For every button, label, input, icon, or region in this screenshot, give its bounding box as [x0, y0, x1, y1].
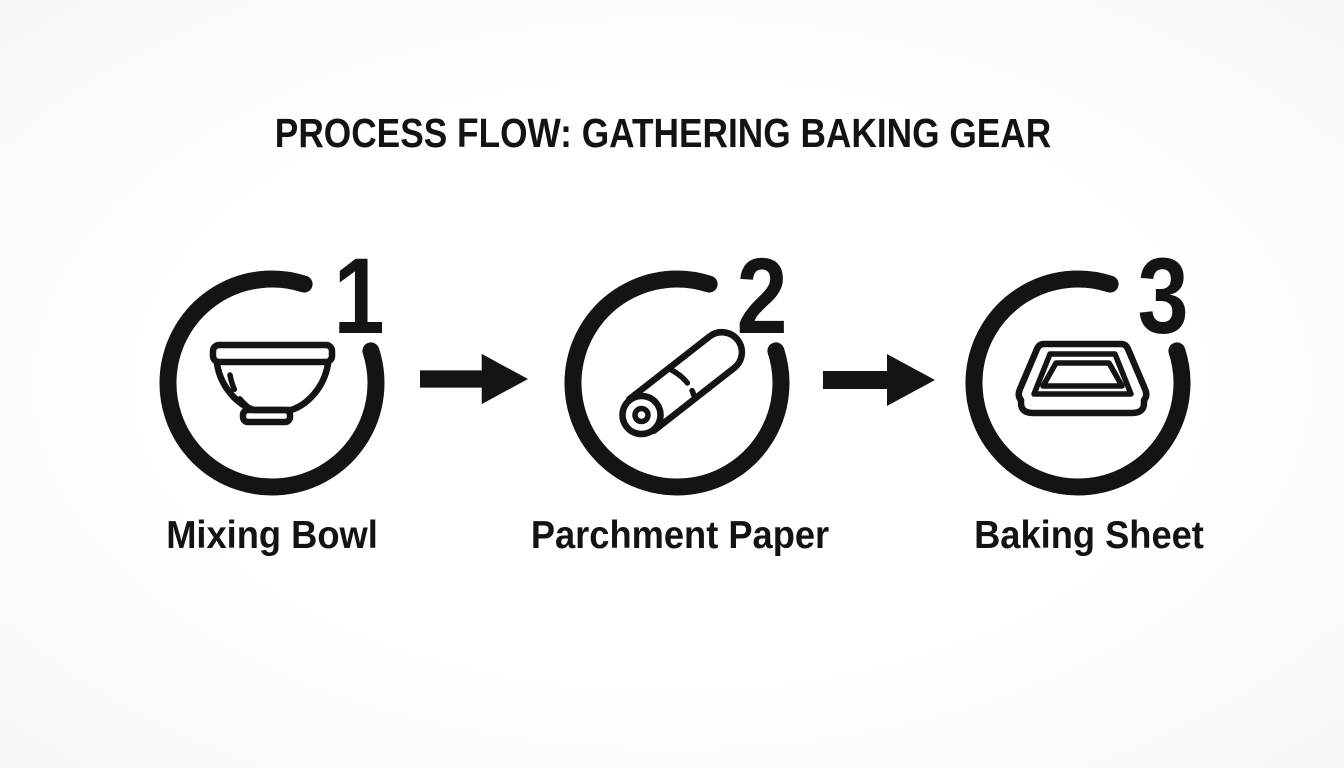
- step-2-circle: [564, 270, 790, 496]
- mixing-bowl-icon: [209, 341, 336, 426]
- step-3-circle: [965, 270, 1191, 496]
- step-3-badge: 3: [960, 245, 1220, 505]
- arrow-right-icon: [823, 352, 935, 408]
- arrow-right-icon: [420, 351, 528, 407]
- parchment-paper-roll-icon: [619, 329, 746, 438]
- step-2-badge: 2: [559, 245, 819, 505]
- step-1-circle: [159, 270, 385, 496]
- step-3-number: 3: [1137, 245, 1188, 357]
- baking-sheet-icon: [1015, 340, 1150, 417]
- step-1-badge: 1: [154, 245, 414, 505]
- diagram-title: PROCESS FLOW: GATHERING BAKING GEAR: [274, 110, 1052, 156]
- step-2-number: 2: [736, 245, 787, 357]
- step-3-label: Baking Sheet: [974, 514, 1204, 557]
- step-2-label: Parchment Paper: [530, 514, 830, 557]
- step-1-label: Mixing Bowl: [166, 514, 378, 557]
- step-1-number: 1: [333, 245, 384, 357]
